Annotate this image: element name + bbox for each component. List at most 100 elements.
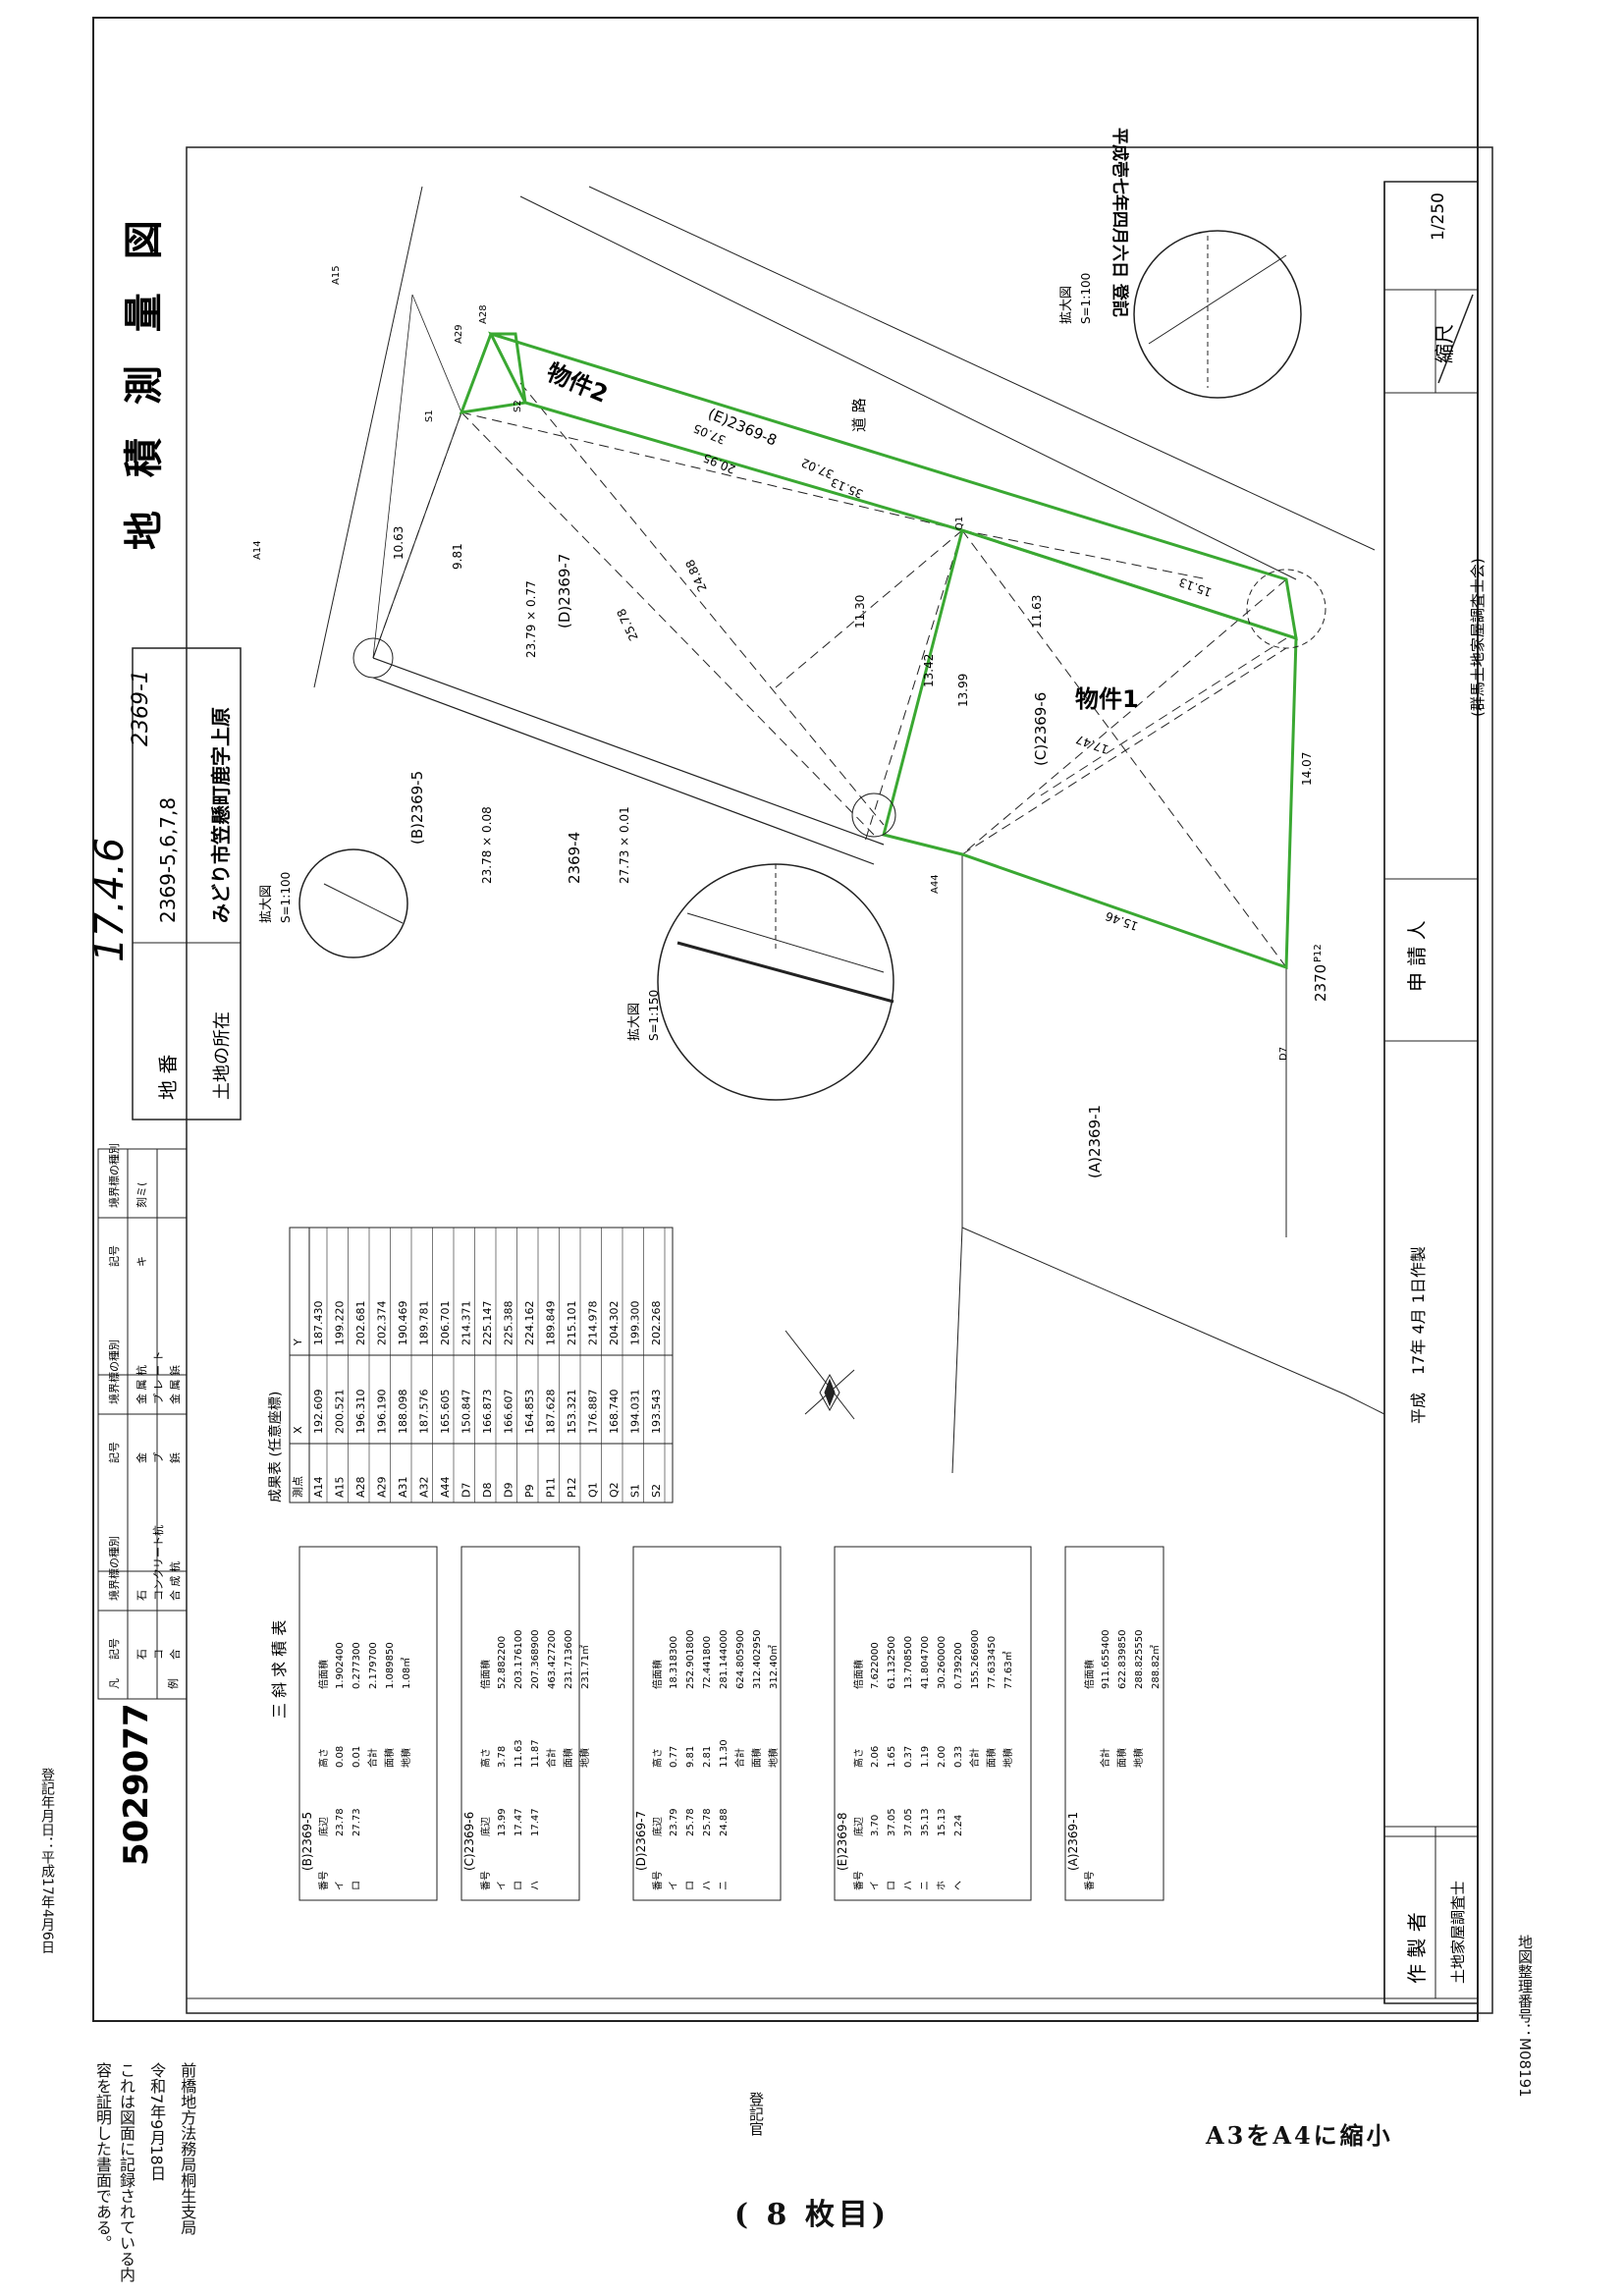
area-table-header: 番号: [318, 1871, 330, 1890]
svg-text:刻ミ(: 刻ミ(: [135, 1182, 148, 1208]
area-table-cell: 地積: [1132, 1748, 1145, 1768]
area-table-header: 高さ: [479, 1748, 492, 1768]
lot-address-block: 地 番 2369-5,6,7,8 土地の所在 みどり市笠懸町鹿字上原: [132, 647, 242, 1121]
coordinate-cell: 199.300: [629, 1301, 642, 1346]
coordinate-cell: 150.847: [460, 1390, 473, 1435]
lot-label: 地 番: [156, 1055, 180, 1100]
area-table-cell: 11.30: [719, 1739, 730, 1768]
area-table-cell: 312.40㎡: [768, 1645, 780, 1689]
area-table-cell: 合計: [366, 1748, 379, 1768]
area-table-cell: 77.63㎡: [1002, 1651, 1014, 1689]
enlargement-circle-left: [298, 848, 408, 958]
area-table-cell: 25.78: [702, 1808, 713, 1836]
area-table-cell: 312.402950: [752, 1630, 763, 1689]
reduction-note: A3をA4に縮小: [1206, 2121, 1393, 2150]
coordinate-cell: 168.740: [608, 1390, 621, 1435]
area-table-header: 番号: [480, 1871, 492, 1890]
coordinate-cell: D9: [503, 1483, 515, 1498]
area-table-cell: 11.63: [514, 1739, 524, 1768]
property-outline: [459, 331, 1298, 970]
coordinate-cell: 189.849: [545, 1301, 558, 1346]
scale-value: 1/250: [1429, 192, 1448, 241]
svg-text:境界標の種別: 境界標の種別: [107, 1143, 121, 1208]
coordinate-cell: 166.873: [481, 1390, 494, 1435]
svg-text:石: 石: [135, 1649, 148, 1660]
dim-13-99: 13.99: [956, 674, 970, 707]
certificate-line: 前橋地方法務局桐生支局: [178, 2062, 197, 2235]
property1-label: 物件1: [1075, 685, 1139, 713]
area-table-cell: 地積: [400, 1748, 412, 1768]
svg-text:A14: A14: [252, 540, 263, 560]
coordinate-cell: 202.681: [354, 1301, 367, 1346]
area-table-name: (D)2369-7: [634, 1811, 648, 1871]
dim-11-63: 11.63: [1030, 595, 1044, 629]
coordinate-cell: 202.268: [650, 1301, 663, 1346]
area-table-cell: 25.78: [685, 1808, 696, 1836]
dim-20-95: 20.95: [701, 451, 737, 476]
area-table-cell: 1.902400: [335, 1642, 346, 1689]
area-table-header: 番号: [853, 1871, 865, 1890]
svg-text:プ レ ー ト: プ レ ー ト: [152, 1351, 165, 1405]
coordinate-cell: A31: [397, 1476, 409, 1498]
svg-text:例: 例: [166, 1678, 180, 1689]
coordinate-cell: 199.220: [334, 1301, 347, 1346]
area-table-header: 底辺: [651, 1817, 664, 1836]
area-table-cell: 23.79: [669, 1808, 679, 1836]
coordinate-cell: A15: [334, 1476, 347, 1498]
area-table-cell: 35.13: [920, 1808, 931, 1836]
area-table-cell: イ: [497, 1881, 508, 1890]
area-table-cell: 面積: [562, 1748, 574, 1768]
handwritten-lot: 2369-1: [129, 670, 153, 746]
svg-text:合: 合: [168, 1649, 182, 1660]
handwritten-date: 17.4.6: [87, 838, 133, 962]
dim-11-30: 11.30: [853, 595, 867, 629]
road-label: 道 路: [850, 398, 868, 432]
area-table-cell: 231.713600: [564, 1630, 574, 1689]
coordinate-cell: A28: [354, 1476, 367, 1498]
registrar-label: 登記官: [747, 2092, 765, 2136]
coordinate-cell: 214.371: [460, 1301, 473, 1346]
lot-d: (D)2369-7: [556, 554, 573, 629]
svg-text:記号: 記号: [107, 1638, 121, 1660]
address-label: 土地の所在: [212, 1011, 233, 1100]
triangle-mark-2: 23.78 × 0.08: [480, 806, 494, 884]
area-table-cell: 911.655400: [1101, 1630, 1111, 1689]
made-date-era: 平成: [1409, 1393, 1428, 1424]
dim-10-63: 10.63: [392, 526, 406, 560]
svg-text:成果表 (任意座標): 成果表 (任意座標): [267, 1392, 284, 1503]
dim-24-88: 24.88: [683, 558, 710, 594]
svg-text:A29: A29: [454, 324, 464, 344]
area-table-cell: 1.19: [920, 1746, 931, 1768]
triangle-mark-1: 23.79 × 0.77: [524, 580, 538, 658]
coordinate-cell: 225.147: [481, 1301, 494, 1346]
area-table-cell: 1.08㎡: [401, 1658, 412, 1689]
lot-b: (B)2369-5: [408, 771, 426, 845]
coordinate-cell: 224.162: [523, 1301, 536, 1346]
area-table-cell: 77.633450: [987, 1636, 998, 1689]
map-title: 地 積 測 量 図: [122, 210, 167, 550]
area-table-cell: 0.33: [953, 1746, 964, 1768]
area-table-cell: 155.266900: [970, 1630, 981, 1689]
area-table-cell: 0.77: [669, 1746, 679, 1768]
coordinate-cell: 189.781: [418, 1301, 431, 1346]
area-table-cell: 3.70: [870, 1815, 881, 1836]
svg-text:S2: S2: [513, 400, 523, 412]
svg-text:A28: A28: [478, 304, 489, 324]
coordinate-cell: A32: [418, 1476, 431, 1498]
coordinate-cell: 187.628: [545, 1390, 558, 1435]
coordinate-header: 測点: [291, 1476, 304, 1498]
area-table-cell: ニ: [920, 1881, 931, 1890]
area-table-cell: 37.05: [887, 1808, 897, 1836]
area-table-header: 底辺: [317, 1817, 330, 1836]
area-table-cell: 27.73: [352, 1808, 362, 1836]
area-table-cell: ヘ: [953, 1881, 964, 1890]
address-value: みどり市笠懸町鹿字上原: [209, 707, 233, 923]
area-table-cell: ハ: [702, 1881, 713, 1890]
certificate-text: これは図面に記録されている内容を証明した書面である。 令和7年9月18日 前橋地…: [90, 2062, 200, 2288]
area-table-cell: 288.82㎡: [1150, 1645, 1162, 1689]
coordinate-cell: 190.469: [397, 1301, 409, 1346]
area-table-name: (E)2369-8: [836, 1813, 849, 1871]
area-table-cell: イ: [669, 1881, 679, 1890]
area-table-cell: 23.78: [335, 1808, 346, 1836]
lot-c: (C)2369-6: [1032, 692, 1050, 766]
